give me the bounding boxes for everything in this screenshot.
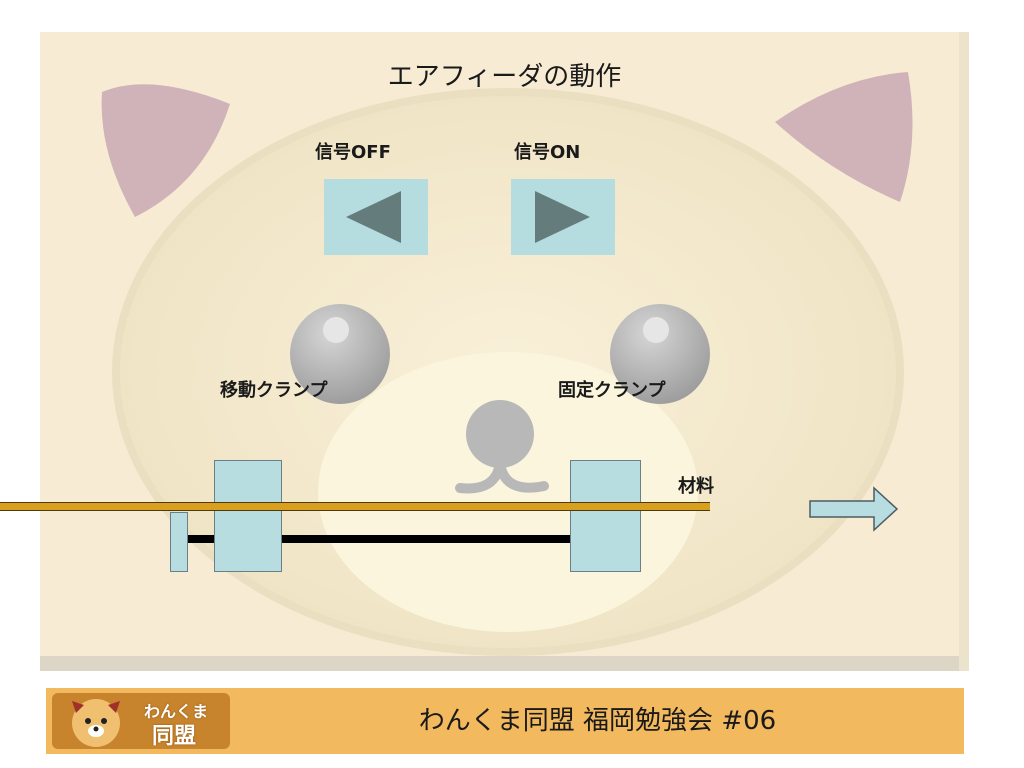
footer-banner: わんくま 同盟 わんくま同盟 福岡勉強会 #06 — [46, 688, 964, 754]
signal-off-button[interactable] — [324, 179, 428, 255]
signal-on-label: 信号ON — [514, 142, 581, 163]
material-label: 材料 — [678, 476, 714, 497]
fixed-clamp-label: 固定クランプ — [558, 380, 666, 401]
logo-text-line2: 同盟 — [152, 724, 197, 749]
material-bar — [0, 502, 710, 511]
moving-clamp — [214, 460, 282, 572]
signal-on-button[interactable] — [511, 179, 615, 255]
bear-logo-icon — [52, 693, 230, 749]
slide: エアフィーダの動作 信号OFF 信号ON 移動クランプ 固定クランプ 材料 — [40, 32, 969, 671]
fixed-clamp — [570, 460, 641, 572]
end-stopper — [170, 512, 188, 572]
bear-background-illustration — [40, 32, 969, 671]
triangle-right-icon — [535, 191, 590, 243]
triangle-left-icon — [346, 191, 401, 243]
output-arrow-icon — [809, 486, 899, 532]
logo-text-line1: わんくま — [144, 702, 209, 721]
footer-text: わんくま同盟 福岡勉強会 #06 — [418, 706, 777, 736]
clamp-rail — [187, 535, 572, 543]
moving-clamp-label: 移動クランプ — [220, 380, 328, 401]
wankuma-logo: わんくま 同盟 — [52, 693, 230, 749]
signal-off-label: 信号OFF — [315, 142, 391, 163]
slide-title: エアフィーダの動作 — [387, 62, 622, 92]
